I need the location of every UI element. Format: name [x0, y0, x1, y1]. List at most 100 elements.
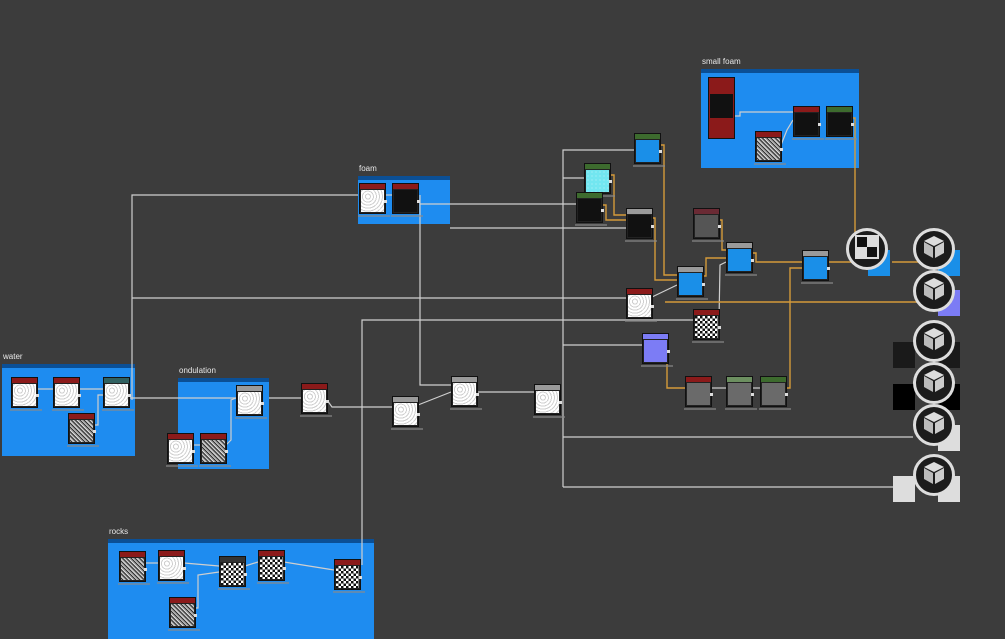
graph-node[interactable] [792, 106, 824, 140]
node-label [575, 224, 607, 226]
output-pin[interactable] [785, 393, 788, 396]
graph-node[interactable] [102, 377, 134, 411]
output-pin[interactable] [36, 394, 39, 397]
output-pin[interactable] [718, 326, 721, 329]
graph-node[interactable] [450, 376, 482, 410]
cube-icon [923, 235, 945, 264]
graph-node[interactable] [157, 550, 189, 584]
graph-node[interactable] [625, 208, 657, 242]
cube-icon [923, 411, 945, 440]
output-pin[interactable] [194, 614, 197, 617]
graph-node[interactable] [633, 133, 665, 167]
node-header [237, 386, 262, 391]
graph-node[interactable] [692, 208, 724, 242]
graph-node[interactable] [333, 559, 365, 593]
output-pin[interactable] [183, 567, 186, 570]
graph-node[interactable] [754, 131, 786, 165]
output-pin[interactable] [667, 350, 670, 353]
graph-node[interactable] [168, 597, 200, 631]
node-label [641, 365, 673, 367]
output-node[interactable] [913, 228, 955, 270]
output-pin[interactable] [144, 568, 147, 571]
graph-node[interactable] [708, 77, 735, 139]
graph-node[interactable] [358, 183, 390, 217]
output-pin[interactable] [93, 430, 96, 433]
graph-node[interactable] [300, 383, 332, 417]
graph-node[interactable] [725, 242, 757, 276]
output-pin[interactable] [476, 393, 479, 396]
output-pin[interactable] [827, 267, 830, 270]
output-pin[interactable] [244, 573, 247, 576]
output-pin[interactable] [78, 394, 81, 397]
node-label [725, 408, 757, 410]
node-thumbnail [644, 340, 667, 362]
output-pin[interactable] [559, 401, 562, 404]
graph-node[interactable] [533, 384, 565, 418]
output-pin[interactable] [818, 123, 821, 126]
output-pin[interactable] [751, 393, 754, 396]
output-node[interactable] [913, 454, 955, 496]
output-pin[interactable] [751, 259, 754, 262]
output-pin[interactable] [601, 209, 604, 212]
graph-node[interactable] [391, 183, 423, 217]
graph-node[interactable] [583, 163, 615, 197]
graph-node[interactable] [118, 551, 150, 585]
output-pin[interactable] [192, 450, 195, 453]
graph-node[interactable] [257, 550, 289, 584]
output-pin[interactable] [128, 394, 131, 397]
output-pin[interactable] [261, 402, 264, 405]
cube-icon [923, 277, 945, 306]
node-thumbnail [202, 440, 225, 462]
cube-icon [923, 461, 945, 490]
graph-node[interactable] [235, 385, 267, 419]
node-label [725, 274, 757, 276]
graph-node[interactable] [684, 376, 716, 410]
node-label [450, 408, 482, 410]
graph-node[interactable] [625, 288, 657, 322]
output-pin[interactable] [659, 150, 662, 153]
node-thumbnail [238, 392, 261, 414]
output-pin[interactable] [359, 576, 362, 579]
graph-node[interactable] [641, 333, 673, 367]
graph-node[interactable] [801, 250, 833, 284]
output-node[interactable] [913, 270, 955, 312]
graph-node[interactable] [166, 433, 198, 467]
graph-node[interactable] [575, 192, 607, 226]
graph-node[interactable] [67, 413, 99, 447]
output-node[interactable] [913, 320, 955, 362]
node-thumbnail [55, 384, 78, 406]
output-pin[interactable] [651, 305, 654, 308]
output-pin[interactable] [384, 200, 387, 203]
output-pin[interactable] [710, 393, 713, 396]
graph-node[interactable] [10, 377, 42, 411]
node-thumbnail [171, 604, 194, 626]
blend-node[interactable] [846, 228, 888, 270]
output-node[interactable] [913, 362, 955, 404]
output-pin[interactable] [702, 283, 705, 286]
output-pin[interactable] [326, 400, 329, 403]
graph-node[interactable] [692, 309, 724, 343]
node-thumbnail [695, 316, 718, 338]
output-pin[interactable] [283, 567, 286, 570]
graph-node[interactable] [199, 433, 231, 467]
node-label [391, 428, 423, 430]
output-node[interactable] [913, 404, 955, 446]
graph-node[interactable] [676, 266, 708, 300]
node-label [625, 240, 657, 242]
output-pin[interactable] [417, 200, 420, 203]
node-label [391, 215, 423, 217]
graph-node[interactable] [825, 106, 857, 140]
graph-node[interactable] [759, 376, 791, 410]
graph-node[interactable] [52, 377, 84, 411]
graph-node[interactable] [391, 396, 423, 430]
graph-node[interactable] [725, 376, 757, 410]
output-pin[interactable] [718, 225, 721, 228]
output-pin[interactable] [780, 148, 783, 151]
node-header [727, 377, 752, 382]
output-pin[interactable] [851, 123, 854, 126]
output-pin[interactable] [651, 225, 654, 228]
output-pin[interactable] [609, 180, 612, 183]
output-pin[interactable] [225, 450, 228, 453]
output-pin[interactable] [417, 413, 420, 416]
graph-node[interactable] [218, 556, 250, 590]
